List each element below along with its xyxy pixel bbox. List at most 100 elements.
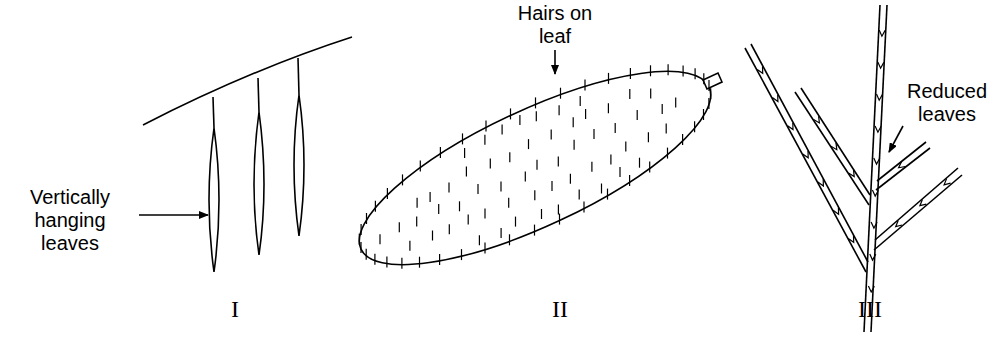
hair xyxy=(528,139,529,149)
hair xyxy=(619,167,620,177)
hair xyxy=(601,184,602,194)
hair xyxy=(610,154,611,164)
hair xyxy=(710,88,711,99)
hair xyxy=(703,109,704,120)
hair xyxy=(536,160,537,170)
branch xyxy=(751,44,868,262)
branch xyxy=(801,88,870,195)
hair xyxy=(359,234,360,245)
hair xyxy=(479,235,480,245)
hair xyxy=(468,214,469,224)
hair xyxy=(573,117,574,127)
reduced-leaf-marks xyxy=(757,30,950,292)
hair xyxy=(438,204,439,214)
hair xyxy=(667,64,668,75)
hair xyxy=(667,148,668,159)
hair xyxy=(462,133,463,144)
scale-leaf xyxy=(803,151,809,158)
hair xyxy=(525,172,526,182)
hair xyxy=(580,96,581,106)
leaf-stalk xyxy=(213,97,214,128)
callout-label: Hairs on leaf xyxy=(500,2,610,48)
hair xyxy=(570,174,571,184)
scale-leaf xyxy=(833,208,839,215)
hair xyxy=(703,73,704,84)
scale-leaf xyxy=(875,126,881,132)
hair xyxy=(708,98,709,109)
leaf-hairs xyxy=(359,64,710,268)
hair xyxy=(366,249,367,260)
leader-arrow xyxy=(554,50,556,74)
hair xyxy=(675,97,676,107)
figure-number: III xyxy=(840,296,900,322)
hair xyxy=(420,161,421,172)
callout-label: Reduced leaves xyxy=(904,80,990,126)
scale-leaf xyxy=(849,170,855,177)
scale-leaf xyxy=(772,95,778,102)
hair xyxy=(461,249,462,260)
scale-leaf xyxy=(874,158,880,164)
scale-leaf xyxy=(896,221,903,227)
hair xyxy=(515,217,516,227)
hair xyxy=(625,142,626,152)
branch xyxy=(875,168,958,240)
hair xyxy=(694,68,695,79)
hair xyxy=(439,254,440,265)
hair xyxy=(551,129,552,139)
branch xyxy=(874,175,962,250)
leader-arrow xyxy=(889,126,903,152)
hair xyxy=(579,190,580,200)
scale-leaf xyxy=(872,190,878,196)
hair xyxy=(593,129,594,139)
hair xyxy=(374,254,375,265)
hair xyxy=(508,198,509,208)
hair xyxy=(419,257,420,268)
scale-leaf xyxy=(814,116,820,123)
hair xyxy=(430,192,431,202)
hair xyxy=(500,182,501,192)
hair xyxy=(558,205,559,215)
hair xyxy=(607,189,608,200)
hair xyxy=(650,88,651,98)
leaf-stalk xyxy=(298,58,299,95)
hair xyxy=(399,222,400,232)
hair xyxy=(541,209,542,219)
hair xyxy=(650,65,651,76)
leaf-stalk xyxy=(258,78,259,112)
scale-leaf xyxy=(877,94,883,100)
hair xyxy=(386,257,387,268)
hair xyxy=(361,224,362,235)
hair xyxy=(417,198,418,208)
hair xyxy=(484,135,485,145)
hair xyxy=(573,140,574,150)
scale-leaf xyxy=(868,286,874,292)
hair xyxy=(535,97,536,108)
hair xyxy=(510,108,511,119)
hair xyxy=(682,134,683,145)
hair xyxy=(649,161,650,172)
hair xyxy=(558,105,559,115)
hair xyxy=(534,190,535,200)
hair xyxy=(708,80,709,91)
scale-leaf xyxy=(831,143,837,150)
hair xyxy=(536,111,537,121)
stem xyxy=(864,5,880,332)
hair xyxy=(584,80,585,91)
hair xyxy=(401,258,402,269)
branch xyxy=(877,142,926,181)
scale-leaf xyxy=(788,123,793,130)
hair xyxy=(464,148,465,158)
scale-leaf xyxy=(871,222,877,228)
hair xyxy=(615,123,616,133)
hanging-leaf xyxy=(209,128,219,272)
hanging-leaf xyxy=(294,95,304,236)
callout-label: Vertically hanging leaves xyxy=(4,186,136,255)
petiole xyxy=(703,73,722,89)
scale-leaf xyxy=(944,179,951,185)
hair xyxy=(509,152,510,162)
hair xyxy=(591,162,592,172)
hair xyxy=(662,104,663,114)
hair xyxy=(608,103,609,113)
hair xyxy=(432,231,433,241)
